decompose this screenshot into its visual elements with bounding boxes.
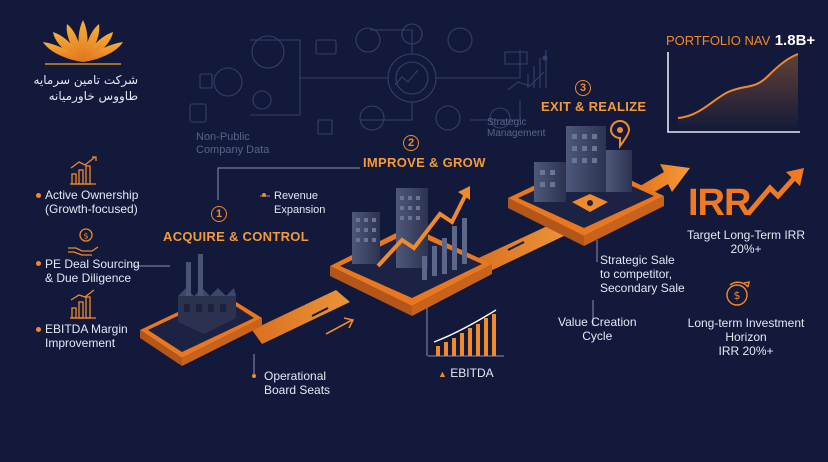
- step-1-title: ACQUIRE & CONTROL: [163, 229, 309, 244]
- ebitda-marker-icon: ▲: [438, 369, 447, 379]
- portfolio-nav-chart: [667, 52, 800, 133]
- portfolio-nav-value: 1.8B+: [774, 32, 816, 49]
- ebitda-mini-chart: [428, 309, 504, 357]
- svg-text:$: $: [84, 232, 89, 241]
- small-arrow-icon: [325, 317, 355, 335]
- irr-horizon-block: Long-term Investment Horizon IRR 20%+: [676, 316, 816, 358]
- list-item-ebitda-margin: EBITDA Margin Improvement: [45, 322, 128, 350]
- step-3-number: 3: [575, 80, 591, 96]
- portfolio-nav-label: PORTFOLIO NAV: [666, 33, 771, 48]
- irr-title: IRR: [688, 182, 751, 224]
- list-item-active-ownership: Active Ownership (Growth-focused): [45, 188, 139, 216]
- callout-bullet: [262, 193, 266, 197]
- callout-bullet: [252, 374, 256, 378]
- non-public-data-label: Non-Public Company Data: [196, 131, 270, 156]
- bar-chart-icon: [70, 289, 96, 319]
- dollar-clock-icon: $: [726, 281, 750, 306]
- list-bullet: [36, 327, 41, 332]
- platform-improve: [330, 186, 492, 316]
- logo-company-name: شرکت تامین سرمایه طاووس خاورمیانه: [20, 72, 138, 104]
- revenue-expansion-label: Revenue Expansion: [274, 190, 326, 216]
- platform-acquire: [140, 254, 262, 366]
- background-network: [189, 23, 548, 135]
- step-2-title: IMPROVE & GROW: [363, 155, 486, 170]
- list-item-deal-sourcing: PE Deal Sourcing & Due Diligence: [45, 257, 140, 285]
- strategic-management-label: Strategic Management: [487, 117, 546, 139]
- irr-target-label: Target Long-Term IRR 20%+: [686, 228, 806, 256]
- step-2-number: 2: [403, 135, 419, 151]
- list-bullet: [36, 193, 41, 198]
- flow-arrows: [252, 164, 690, 344]
- step-3-title: EXIT & REALIZE: [541, 99, 647, 114]
- ebitda-text: EBITDA: [450, 366, 494, 380]
- svg-text:$: $: [734, 289, 741, 302]
- list-bullet: [36, 261, 41, 266]
- growth-chart-icon: [70, 156, 97, 185]
- strategic-sale-label: Strategic Sale to competitor, Secondary …: [600, 253, 685, 295]
- operational-board-seats-label: Operational Board Seats: [264, 369, 331, 397]
- step-1-number: 1: [211, 206, 227, 222]
- hand-coin-icon: $: [68, 228, 99, 256]
- irr-horizon-text: Long-term Investment Horizon: [687, 316, 805, 344]
- platform-exit: [508, 120, 664, 246]
- irr-horizon-value: IRR 20%+: [718, 344, 774, 358]
- label-connectors: [133, 167, 598, 378]
- logo-line-1: شرکت تامین سرمایه: [33, 73, 138, 87]
- irr-growth-arrow: [746, 174, 798, 216]
- value-creation-cycle-label: Value Creation Cycle: [558, 315, 637, 343]
- logo-mark: [43, 20, 123, 65]
- portfolio-nav-heading: PORTFOLIO NAV 1.8B+: [666, 32, 815, 50]
- ebitda-label: ▲ EBITDA: [438, 366, 494, 381]
- logo-line-2: طاووس خاورمیانه: [48, 89, 138, 103]
